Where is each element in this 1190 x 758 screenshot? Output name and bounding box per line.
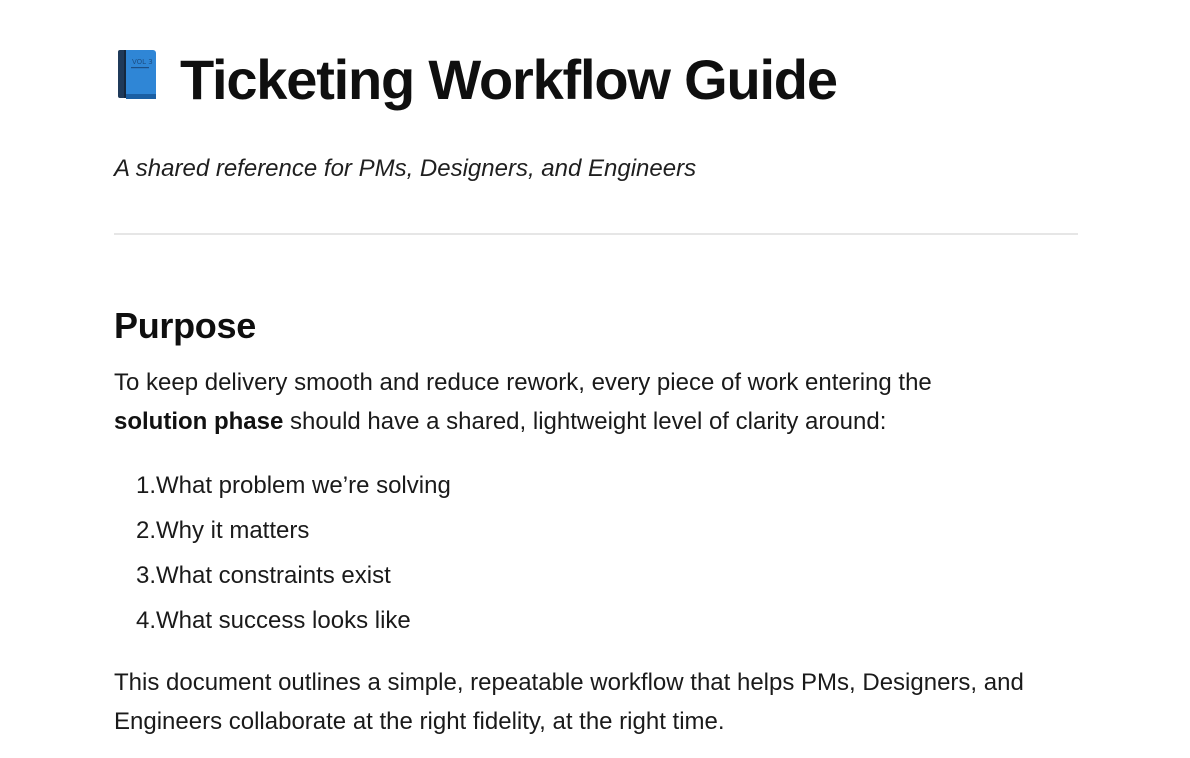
list-number: 1. bbox=[135, 472, 156, 499]
blue-book-icon: VOL 3 bbox=[114, 46, 160, 102]
list-text: Why it matters bbox=[156, 517, 310, 544]
list-number: 2. bbox=[135, 517, 156, 544]
page-subtitle: A shared reference for PMs, Designers, a… bbox=[114, 155, 697, 182]
divider bbox=[114, 233, 1078, 235]
list-number: 3. bbox=[135, 562, 156, 589]
list-number: 4. bbox=[135, 607, 156, 634]
intro-paragraph: To keep delivery smooth and reduce rewor… bbox=[114, 363, 1074, 441]
title-row: VOL 3 Ticketing Workflow Guide bbox=[114, 40, 838, 120]
list-item: 1. What problem we’re solving bbox=[114, 463, 451, 508]
list-text: What constraints exist bbox=[156, 562, 391, 589]
list-item: 2. Why it matters bbox=[114, 508, 451, 553]
list-text: What success looks like bbox=[156, 607, 411, 634]
list-text: What problem we’re solving bbox=[156, 472, 451, 499]
intro-bold-text: solution phase bbox=[114, 408, 284, 435]
svg-text:VOL 3: VOL 3 bbox=[132, 58, 153, 66]
section-heading-purpose: Purpose bbox=[114, 305, 256, 346]
list-item: 3. What constraints exist bbox=[114, 553, 451, 598]
outro-paragraph: This document outlines a simple, repeata… bbox=[114, 669, 1024, 735]
clarity-list: 1. What problem we’re solving 2. Why it … bbox=[114, 463, 451, 643]
intro-text-2: should have a shared, lightweight level … bbox=[283, 408, 887, 435]
page-title: Ticketing Workflow Guide bbox=[180, 48, 838, 111]
intro-text-1: To keep delivery smooth and reduce rewor… bbox=[114, 369, 932, 396]
list-item: 4. What success looks like bbox=[114, 598, 451, 643]
